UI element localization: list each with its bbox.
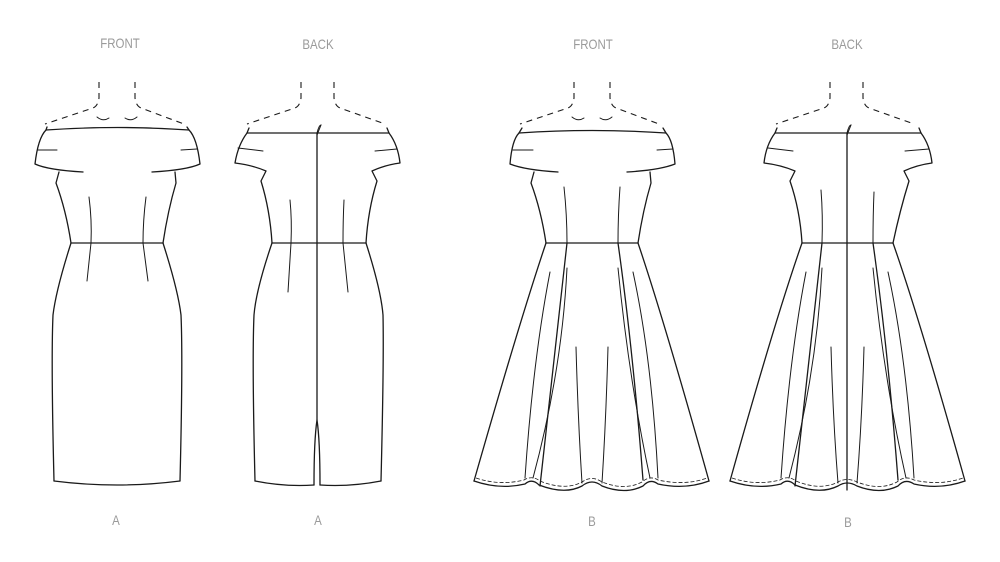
back-vent-icon (313, 419, 321, 486)
view-a-front-drawing (34, 82, 201, 486)
view-b-back-drawing (729, 82, 966, 492)
view-a-front-title: FRONT (100, 35, 140, 51)
view-b-front-drawing (473, 82, 710, 492)
view-b-front-letter: B (588, 513, 596, 529)
view-a-back-title: BACK (302, 36, 334, 52)
view-a-front-letter: A (112, 512, 120, 528)
view-b-front-title: FRONT (573, 36, 613, 52)
view-a-back-drawing (234, 82, 401, 487)
view-b-back-title: BACK (831, 36, 863, 52)
view-b-back-letter: B (844, 514, 852, 530)
neck-guide-icon (44, 82, 100, 125)
hem (473, 480, 710, 492)
view-a-back-letter: A (314, 512, 322, 528)
